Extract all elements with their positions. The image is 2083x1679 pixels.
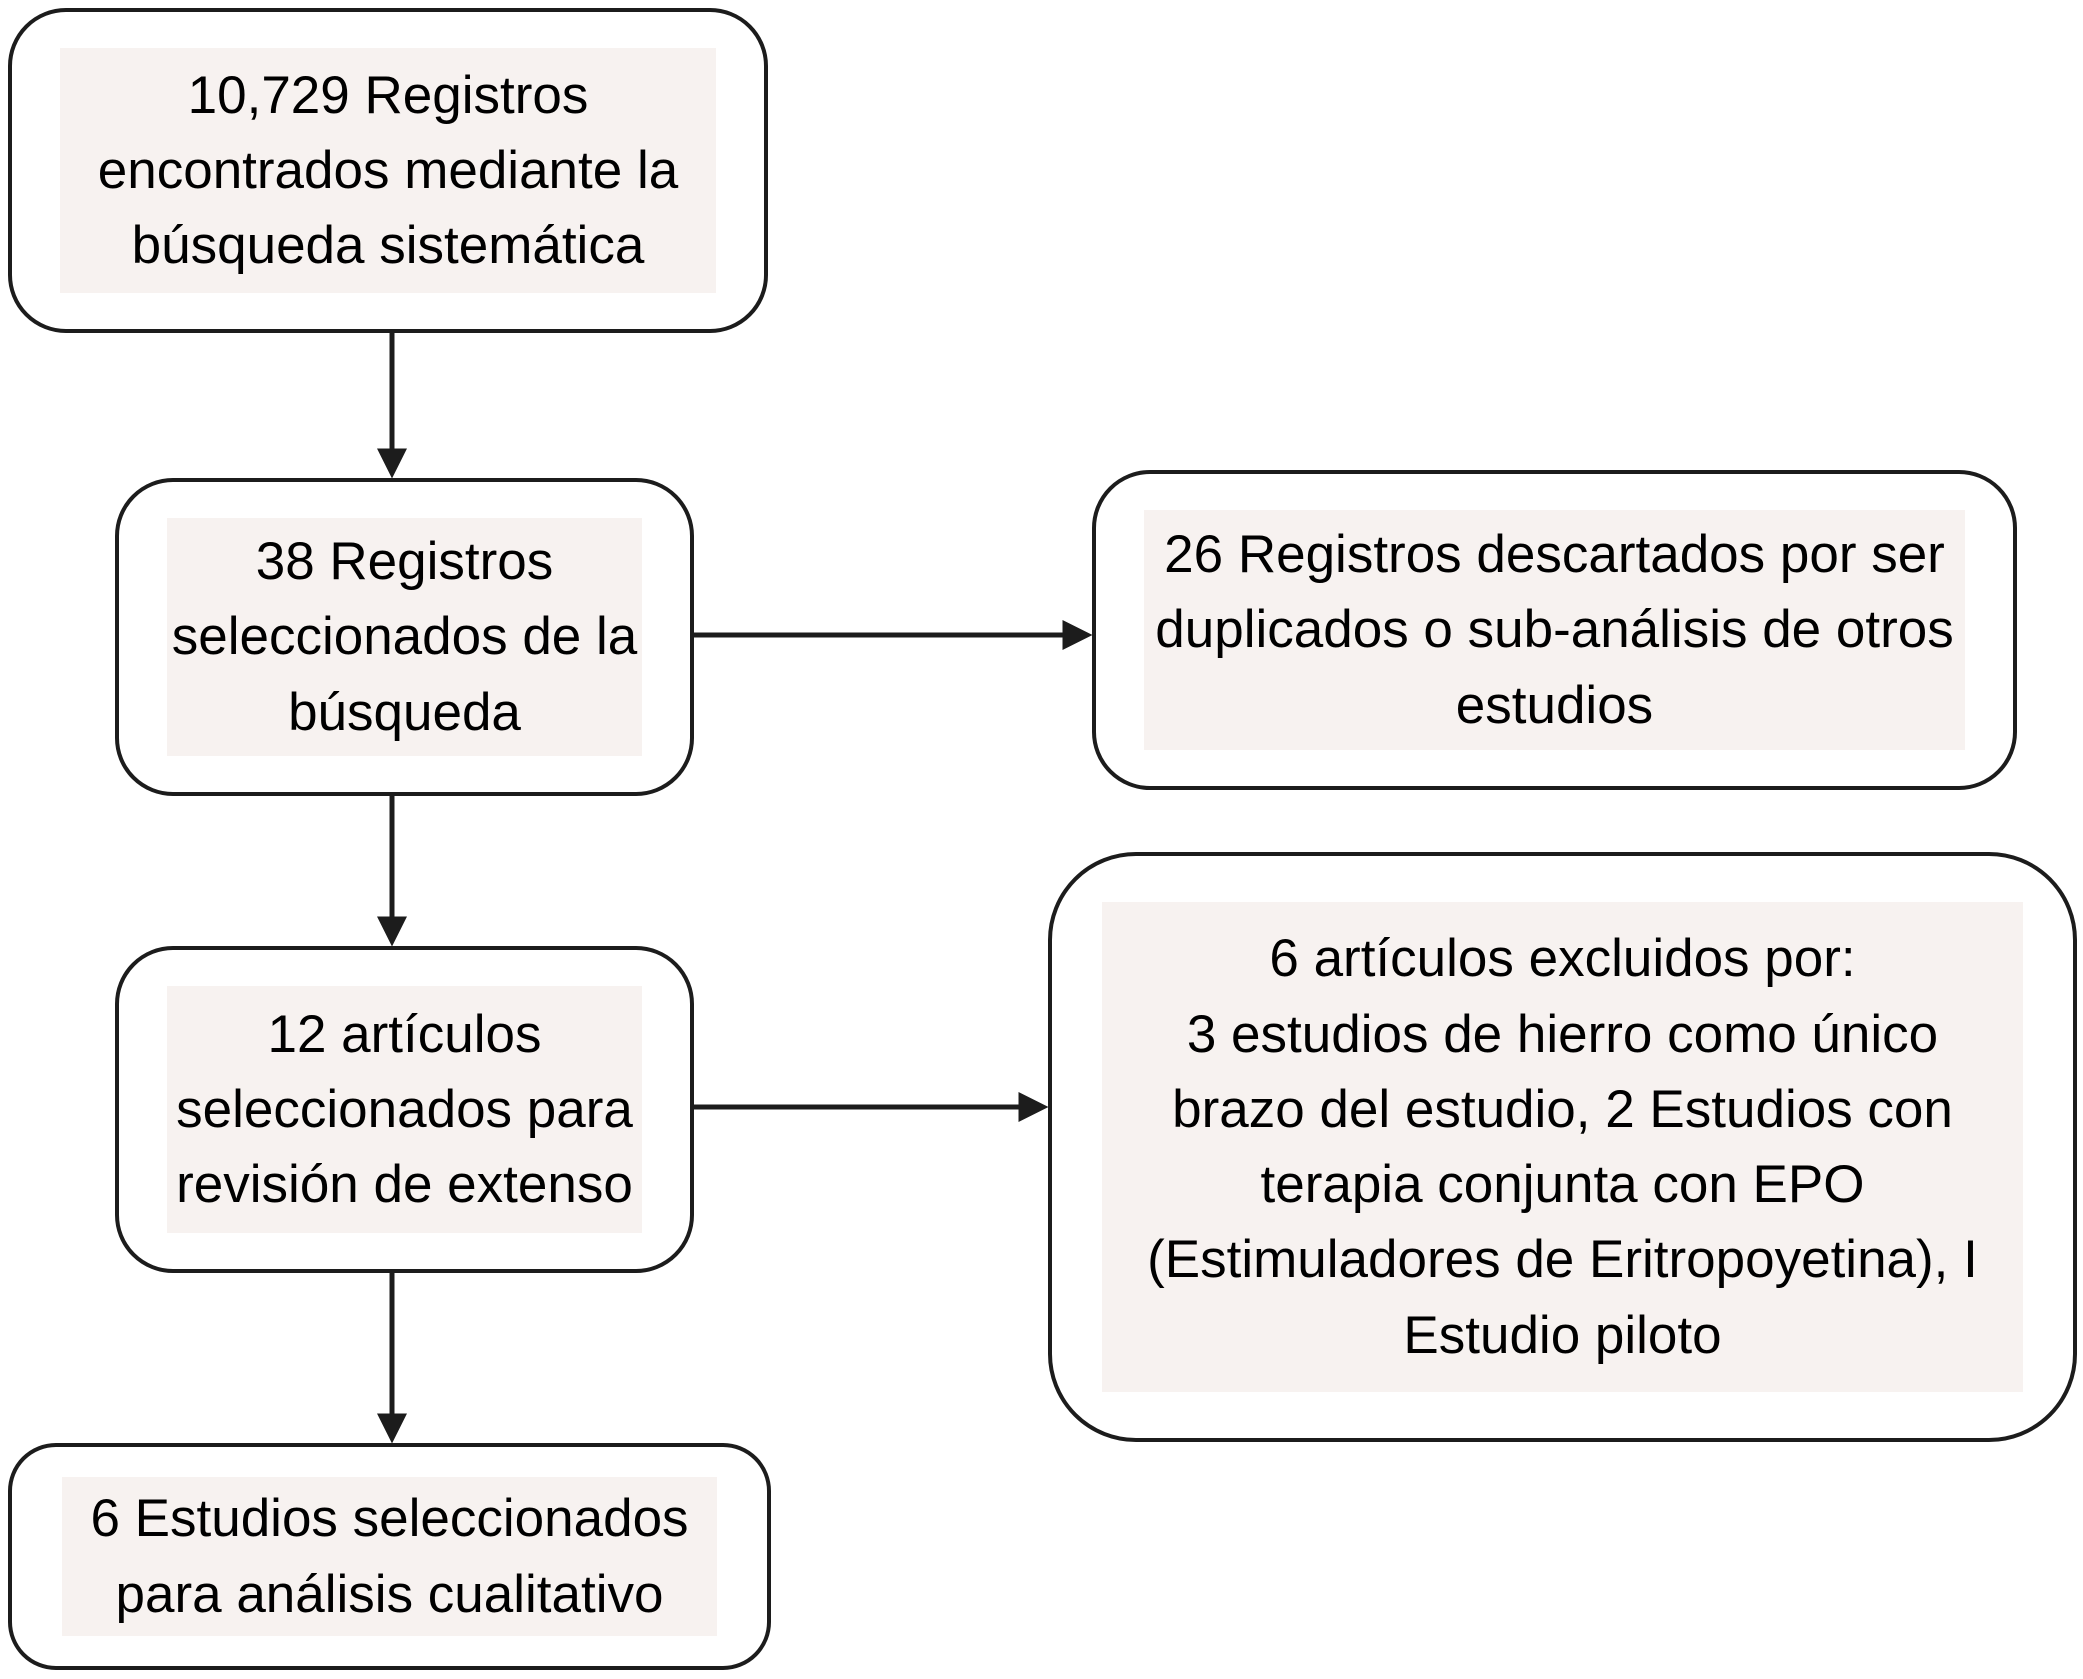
node-records-selected-text: 38 Registros seleccionados de la búsqued… — [167, 518, 642, 756]
node-records-found: 10,729 Registros encontrados mediante la… — [8, 8, 768, 333]
node-records-discarded-text: 26 Registros descartados por ser duplica… — [1144, 510, 1965, 750]
node-articles-fulltext: 12 artículos seleccionados para revisión… — [115, 946, 694, 1273]
node-records-found-text: 10,729 Registros encontrados mediante la… — [60, 48, 716, 293]
node-records-selected: 38 Registros seleccionados de la búsqued… — [115, 478, 694, 796]
node-articles-excluded: 6 artículos excluidos por: 3 estudios de… — [1048, 852, 2077, 1442]
node-studies-included-text: 6 Estudios seleccionados para análisis c… — [62, 1477, 717, 1636]
node-articles-fulltext-text: 12 artículos seleccionados para revisión… — [167, 986, 642, 1233]
node-records-discarded: 26 Registros descartados por ser duplica… — [1092, 470, 2017, 790]
node-articles-excluded-text: 6 artículos excluidos por: 3 estudios de… — [1102, 902, 2023, 1392]
node-studies-included: 6 Estudios seleccionados para análisis c… — [8, 1443, 771, 1670]
